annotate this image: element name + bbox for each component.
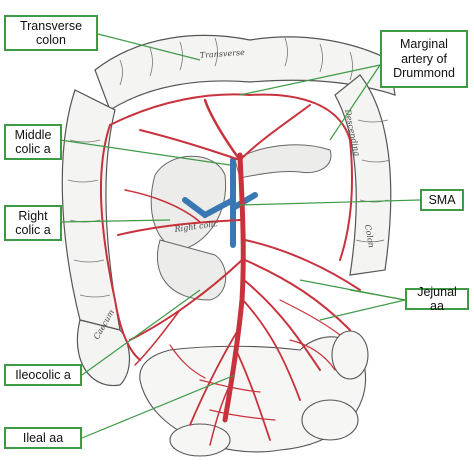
label-middle-colic: Middle colic a	[4, 124, 62, 160]
label-jejunal: Jejunal aa	[405, 285, 469, 313]
arteries	[99, 93, 361, 446]
label-ileal: Ileal aa	[4, 427, 82, 449]
engraved-colon: Colon	[363, 224, 376, 249]
leader-marginal-artery-2	[329, 64, 381, 141]
label-ileocolic: Ileocolic a	[4, 364, 82, 386]
leader-middle-colic	[59, 139, 231, 166]
leader-ileal	[81, 374, 236, 439]
leader-transverse-colon	[97, 33, 201, 61]
label-right-colic: Right colic a	[4, 205, 62, 241]
leader-jejunal-3	[349, 289, 406, 301]
leader-ileocolic	[81, 289, 201, 376]
leader-lines	[59, 33, 421, 439]
label-sma: SMA	[420, 189, 464, 211]
label-transverse-colon: Transverse colon	[4, 15, 98, 51]
small-intestine	[139, 330, 369, 457]
leader-marginal-artery	[239, 64, 381, 96]
leader-sma	[239, 199, 421, 206]
leader-jejunal-2	[319, 299, 406, 321]
engraved-transverse: Transverse	[200, 48, 246, 60]
label-marginal-artery: Marginal artery of Drummond	[380, 30, 468, 88]
colon-outline	[61, 34, 396, 387]
leader-right-colic	[59, 219, 171, 223]
